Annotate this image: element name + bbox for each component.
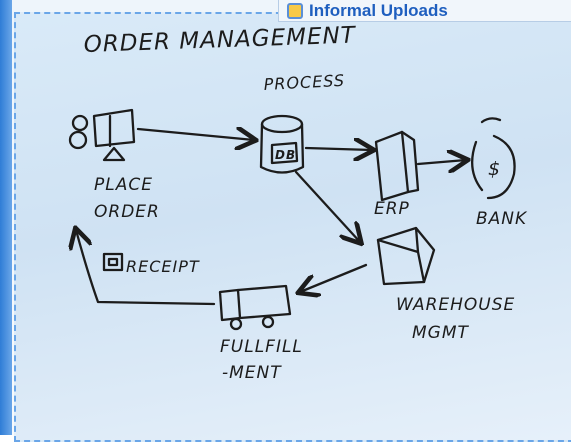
truck-icon xyxy=(218,284,292,331)
arrow-warehouse-to-fulfillment xyxy=(300,263,368,292)
warehouse-icon xyxy=(376,226,436,286)
bank-label: BANK xyxy=(476,209,528,229)
order-management-diagram: ORDER MANAGEMENT PROCESS PLACE ORDER DB … xyxy=(14,22,528,383)
informal-uploads-badge[interactable]: Informal Uploads xyxy=(278,0,571,22)
warehouse-label-line1: WAREHOUSE xyxy=(396,295,515,315)
diagram-title-line2: PROCESS xyxy=(263,71,345,94)
db-label: DB xyxy=(275,148,296,162)
left-accent-strip xyxy=(0,0,12,435)
fulfillment-label-line2: -MENT xyxy=(222,363,282,383)
arrow-db-to-warehouse xyxy=(294,170,360,242)
diagram-title-line1: ORDER MANAGEMENT xyxy=(83,22,357,58)
place-order-label-line2: ORDER xyxy=(94,202,160,222)
receipt-icon xyxy=(102,252,124,272)
place-order-label-line1: PLACE xyxy=(94,175,153,195)
erp-label: ERP xyxy=(374,199,410,219)
fulfillment-label-line1: FULLFILL xyxy=(220,337,303,357)
bank-icon xyxy=(471,117,516,200)
upload-icon xyxy=(287,2,303,19)
receipt-label: RECEIPT xyxy=(126,257,200,276)
badge-label: Informal Uploads xyxy=(309,0,448,20)
arrow-order-to-db xyxy=(136,129,254,140)
arrow-erp-to-bank xyxy=(416,160,466,164)
person-icon xyxy=(68,114,89,150)
arrow-fulfillment-to-order xyxy=(76,230,216,306)
arrow-db-to-erp xyxy=(304,148,372,150)
sketch-panel xyxy=(14,12,571,442)
erp-server-icon xyxy=(374,130,420,202)
bank-symbol: $ xyxy=(488,158,501,180)
warehouse-label-line2: MGMT xyxy=(412,323,470,343)
database-icon xyxy=(259,114,305,174)
computer-icon xyxy=(92,108,136,162)
